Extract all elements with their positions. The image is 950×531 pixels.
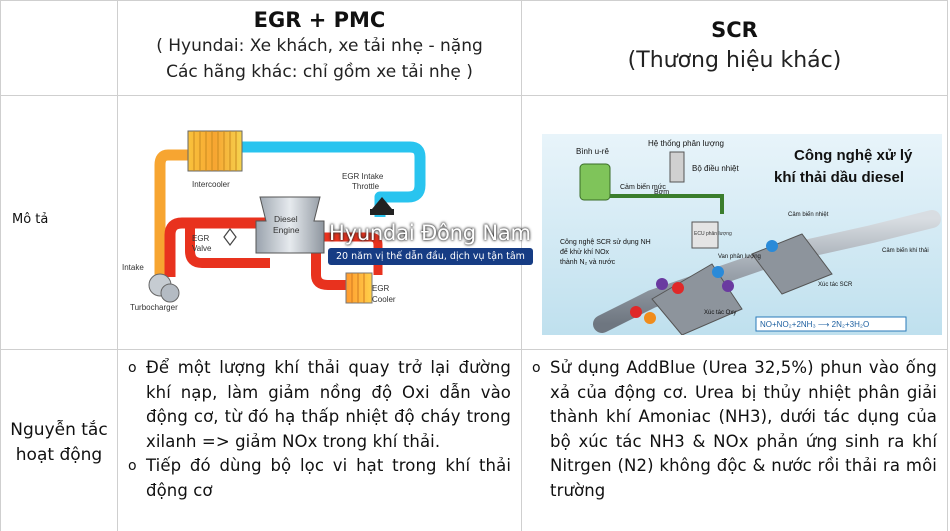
watermark-brand: Hyundai Đông Nam [329, 221, 531, 245]
header-egr: EGR + PMC ( Hyundai: Xe khách, xe tải nh… [118, 0, 522, 96]
row-principle-label-cell: Nguyễn tắc hoạt động [0, 350, 118, 531]
scr-image-cell [522, 96, 948, 350]
label-nh3-note-3: thành N₂ và nước [560, 259, 616, 266]
egr-diagram: Intercooler Diesel Engine EGR Intake Thr… [122, 130, 426, 312]
watermark-slogan: 20 năm vị thế dẫn đầu, dịch vụ tận tâm [328, 248, 533, 265]
scr-title-2: khí thải dầu diesel [774, 169, 904, 186]
corner-cell [0, 0, 118, 96]
watermark: Hyundai Đông Nam 20 năm vị thế dẫn đầu, … [326, 218, 586, 270]
egr-principle-cell: o Để một lượng khí thải quay trở lại đườ… [118, 350, 522, 531]
label-urea-tank: Bình u-rê [576, 147, 609, 156]
header-scr-sub: (Thương hiệu khác) [627, 48, 842, 73]
label-nh3-note-1: Công nghệ SCR sử dụng NH [560, 238, 651, 246]
scr-principle-text: o Sử dụng AddBlue (Urea 32,5%) phun vào … [532, 356, 937, 503]
label-oxi-catalyst: Xúc tác Oxy [704, 310, 736, 316]
label-reaction: NO+NO₂+2NH₃ ⟶ 2N₂+3H₂O [760, 320, 869, 329]
label-temp-sensor: Cảm biến nhiệt [788, 212, 829, 218]
row-desc-label: Mô tả [12, 212, 49, 227]
label-exhaust-temp: Cảm biến khí thải [882, 248, 929, 254]
row-principle-label: Nguyễn tắc hoạt động [10, 420, 108, 465]
label-pump: Bơm [654, 189, 669, 196]
label-engine-1: Diesel [274, 214, 298, 224]
bullet-icon: o [532, 360, 541, 376]
label-dosing-system: Hệ thống phân lượng [648, 139, 724, 148]
label-heater: Bộ điều nhiệt [692, 164, 739, 173]
header-egr-sub1: ( Hyundai: Xe khách, xe tải nhẹ - nặng [156, 36, 483, 56]
label-egr-cooler-2: Cooler [372, 295, 396, 304]
label-egr-intake-1: EGR Intake [342, 172, 384, 181]
header-scr-title: SCR [711, 18, 758, 42]
bullet-icon: o [128, 458, 137, 474]
header-scr: SCR (Thương hiệu khác) [522, 0, 948, 96]
label-egr-valve-1: EGR [192, 234, 210, 243]
label-egr-intake-2: Throttle [352, 182, 380, 191]
label-intercooler: Intercooler [192, 180, 230, 189]
label-nh3-note-2: để khử khí NOx [560, 248, 610, 256]
header-egr-title: EGR + PMC [253, 8, 386, 32]
row-desc-label-cell: Mô tả [0, 96, 118, 350]
label-egr-valve-2: Valve [192, 244, 212, 253]
scr-principle-cell: o Sử dụng AddBlue (Urea 32,5%) phun vào … [522, 350, 948, 531]
header-egr-sub2: Các hãng khác: chỉ gồm xe tải nhẹ ) [166, 62, 473, 82]
egr-principle-text: o Để một lượng khí thải quay trở lại đườ… [128, 356, 511, 503]
bullet-icon: o [128, 360, 137, 376]
label-engine-2: Engine [273, 225, 300, 235]
list-item: o Để một lượng khí thải quay trở lại đườ… [128, 356, 511, 454]
label-egr-cooler-1: EGR [372, 284, 390, 293]
label-dosing-valve: Van phân lượng [718, 254, 761, 260]
list-item: o Tiếp đó dùng bộ lọc vi hạt trong khí t… [128, 454, 511, 503]
label-level-sensor: Cảm biến mức [620, 182, 666, 191]
egr-bullet-2: Tiếp đó dùng bộ lọc vi hạt trong khí thả… [146, 456, 511, 500]
scr-diagram: Công nghệ xử lý khí thải dầu diesel Bình… [542, 134, 942, 335]
egr-image-cell [118, 96, 522, 350]
label-intake: Intake [122, 263, 144, 272]
label-turbocharger: Turbocharger [130, 303, 178, 312]
label-scr-catalyst: Xúc tác SCR [818, 282, 853, 288]
egr-bullet-1: Để một lượng khí thải quay trở lại đường… [146, 358, 511, 451]
scr-bullet-1: Sử dụng AddBlue (Urea 32,5%) phun vào ốn… [550, 358, 937, 500]
label-ecu: ECU phân lượng [694, 231, 732, 237]
list-item: o Sử dụng AddBlue (Urea 32,5%) phun vào … [532, 356, 937, 503]
scr-title-1: Công nghệ xử lý [794, 147, 913, 164]
